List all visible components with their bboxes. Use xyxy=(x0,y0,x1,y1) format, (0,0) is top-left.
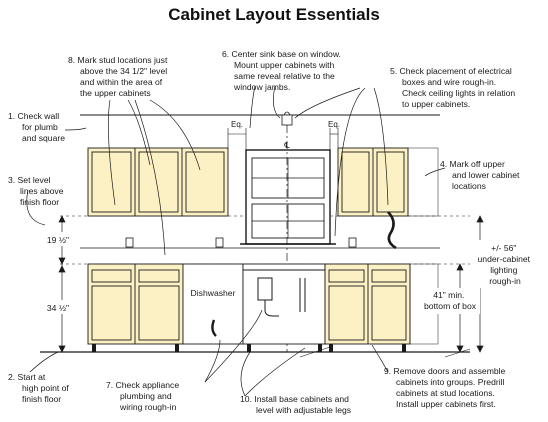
note-10: 10. Install base cabinets and level with… xyxy=(240,394,351,415)
svg-text:4. Mark off upper and l: 4. Mark off upper and lower cabinet loca… xyxy=(440,159,522,191)
diagram-title: Cabinet Layout Essentials xyxy=(168,5,380,24)
dimension-34-5: 34 ½" xyxy=(47,303,69,313)
note-8: 8. Mark stud locations just above the 34… xyxy=(68,55,170,98)
dimension-lines xyxy=(58,215,484,353)
note-5: 5. Check placement of electrical boxes a… xyxy=(390,66,518,109)
equal-reveal-marks xyxy=(227,128,339,150)
upper-cabinet-left xyxy=(87,147,229,217)
note-3: 3. Set level lines above finish floor xyxy=(8,175,66,207)
adjustable-legs xyxy=(92,344,406,352)
svg-text:1. Check wall for plumb: 1. Check wall for plumb and square xyxy=(8,111,65,143)
base-cabinet-left xyxy=(87,263,184,345)
appliance-wire-icon xyxy=(211,319,217,337)
note-1: 1. Check wall for plumb and square xyxy=(8,111,65,143)
base-cabinet-right xyxy=(324,263,411,345)
dimension-41-label: 41" min. bottom of box xyxy=(420,288,480,314)
svg-text:3. Set level lines abov: 3. Set level lines above finish floor xyxy=(8,175,66,207)
outlet-icon xyxy=(125,237,134,248)
svg-text:5. Check placement of electri: 5. Check placement of electrical boxes a… xyxy=(390,66,518,109)
ceiling-light-icon xyxy=(281,111,293,126)
sink-base xyxy=(242,263,326,345)
dimension-56-label: +/- 56" under-cabinet lighting rough-in xyxy=(470,240,540,288)
svg-text:10. Install base cabinets and: 10. Install base cabinets and level with… xyxy=(240,394,351,415)
svg-text:2. Start at high point: 2. Start at high point of finish floor xyxy=(8,372,71,404)
sink-plumbing-icon xyxy=(257,277,306,317)
svg-text:9. Remove doors and assemble: 9. Remove doors and assemble cabinets in… xyxy=(384,366,508,409)
center-line: ℄ xyxy=(283,125,290,352)
outlet-icon xyxy=(215,237,224,248)
upper-cabinets xyxy=(87,147,439,217)
svg-text:7. Check appliance plum: 7. Check appliance plumbing and wiring r… xyxy=(106,380,181,412)
electrical-outlets xyxy=(125,237,357,248)
note-4: 4. Mark off upper and lower cabinet loca… xyxy=(440,159,522,191)
note-2: 2. Start at high point of finish floor xyxy=(8,372,71,404)
window xyxy=(240,149,336,245)
upper-cabinet-outline xyxy=(407,147,439,217)
note-9: 9. Remove doors and assemble cabinets in… xyxy=(384,366,508,409)
wire-rough-in-icon xyxy=(387,211,397,250)
eq-label-right: Eq. xyxy=(328,120,340,129)
svg-text:℄: ℄ xyxy=(283,141,290,150)
outlet-icon xyxy=(348,237,357,248)
dimension-19-5: 19 ½" xyxy=(47,235,69,245)
leader-lines xyxy=(26,85,446,397)
base-cabinets xyxy=(87,263,439,345)
svg-text:8. Mark stud locations just: 8. Mark stud locations just above the 34… xyxy=(68,55,170,98)
eq-label-left: Eq. xyxy=(231,120,243,129)
svg-text:6. Center sink base on window: 6. Center sink base on window. Mount upp… xyxy=(222,49,343,92)
svg-text:41" min. bottom of box: 41" min. bottom of box xyxy=(424,290,477,311)
svg-text:+/- 56" under-cabinet: +/- 56" under-cabinet lighting rough-in xyxy=(478,243,533,286)
note-7: 7. Check appliance plumbing and wiring r… xyxy=(106,380,181,412)
note-6: 6. Center sink base on window. Mount upp… xyxy=(222,49,343,92)
dishwasher-label: Dishwasher xyxy=(191,288,236,298)
